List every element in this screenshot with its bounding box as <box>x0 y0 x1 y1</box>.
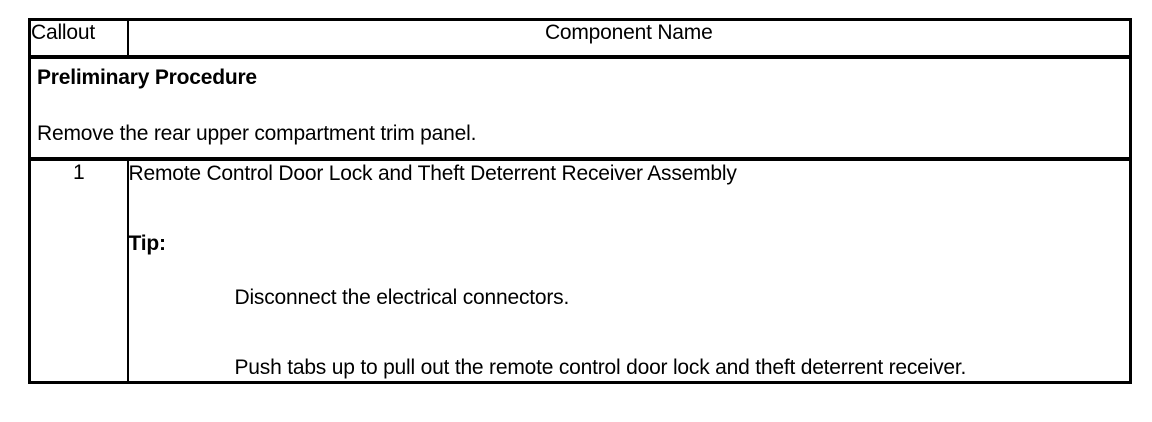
service-procedure-table: Callout Component Name Preliminary Proce… <box>28 18 1132 384</box>
tip-label: Tip: <box>128 232 167 255</box>
step-spacer-top <box>129 187 1130 231</box>
preliminary-procedure-row: Preliminary Procedure Remove the rear up… <box>28 55 1132 161</box>
table-header-row: Callout Component Name <box>28 18 1132 59</box>
preliminary-spacer <box>37 91 1123 121</box>
step-description-cell: Remote Control Door Lock and Theft Deter… <box>126 157 1132 384</box>
tip-spacer-two <box>129 311 1130 355</box>
table-row: 1 Remote Control Door Lock and Theft Det… <box>28 157 1132 384</box>
column-header-component-name: Component Name <box>126 18 1132 59</box>
preliminary-procedure-title: Preliminary Procedure <box>37 66 257 89</box>
preliminary-procedure-text: Remove the rear upper compartment trim p… <box>37 122 477 145</box>
component-name-text: Remote Control Door Lock and Theft Deter… <box>128 162 737 185</box>
step-callout-number: 1 <box>28 157 129 384</box>
tip-item-2: Push tabs up to pull out the remote cont… <box>234 356 967 379</box>
tip-item-1: Disconnect the electrical connectors. <box>234 286 570 309</box>
column-header-callout: Callout <box>28 18 129 59</box>
tip-spacer-one <box>129 257 1130 285</box>
preliminary-procedure-cell: Preliminary Procedure Remove the rear up… <box>28 55 1132 161</box>
